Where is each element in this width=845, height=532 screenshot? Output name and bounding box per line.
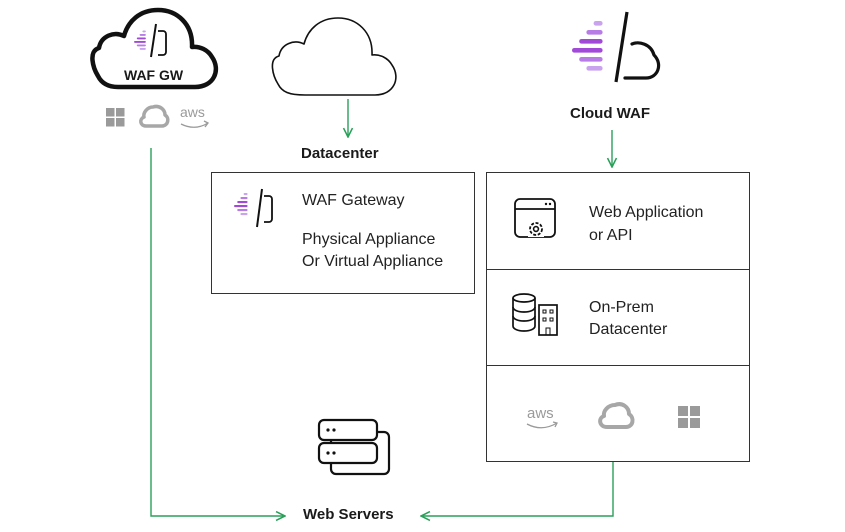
microsoft-icon: [106, 108, 125, 127]
datacenter-title: Datacenter: [301, 145, 379, 162]
web-app-line1: Web Application: [589, 204, 704, 221]
datacenter-box: WAF Gateway Physical Appliance Or Virtua…: [211, 172, 475, 294]
aws-smile-icon: [526, 421, 558, 429]
on-prem-line1: On-Prem: [589, 299, 654, 316]
row-divider: [487, 269, 749, 270]
google-cloud-icon: [598, 402, 635, 429]
row-divider: [487, 365, 749, 366]
web-servers-title: Web Servers: [303, 506, 394, 523]
web-app-gear-icon: [514, 198, 556, 238]
aws-smile-icon: [180, 120, 209, 128]
web-servers-icon: [317, 418, 391, 476]
cloud-waf-box: Web Application or API On-Prem Datacente…: [486, 172, 750, 462]
connectors: [150, 99, 613, 516]
waf-gateway-logo-icon: [234, 188, 273, 228]
waf-gw-cloud: [90, 7, 219, 90]
aws-icon: aws: [527, 405, 554, 422]
waf-gw-title: WAF GW: [124, 67, 184, 83]
datacenter-cloud-icon: [271, 17, 397, 96]
cloud-waf-logo-icon: [572, 11, 661, 83]
waf-gateway-logo-icon: [134, 23, 167, 58]
waf-gateway-label: WAF Gateway: [302, 192, 405, 209]
google-cloud-icon: [139, 104, 170, 128]
cloud-waf-title: Cloud WAF: [570, 105, 650, 122]
on-prem-line2: Datacenter: [589, 321, 668, 338]
database-server-icon: [512, 293, 558, 336]
microsoft-icon: [678, 406, 700, 428]
appliance-line2: Or Virtual Appliance: [302, 253, 444, 270]
web-app-line2: or API: [589, 227, 633, 244]
aws-icon: aws: [180, 104, 205, 120]
appliance-line1: Physical Appliance: [302, 231, 436, 248]
